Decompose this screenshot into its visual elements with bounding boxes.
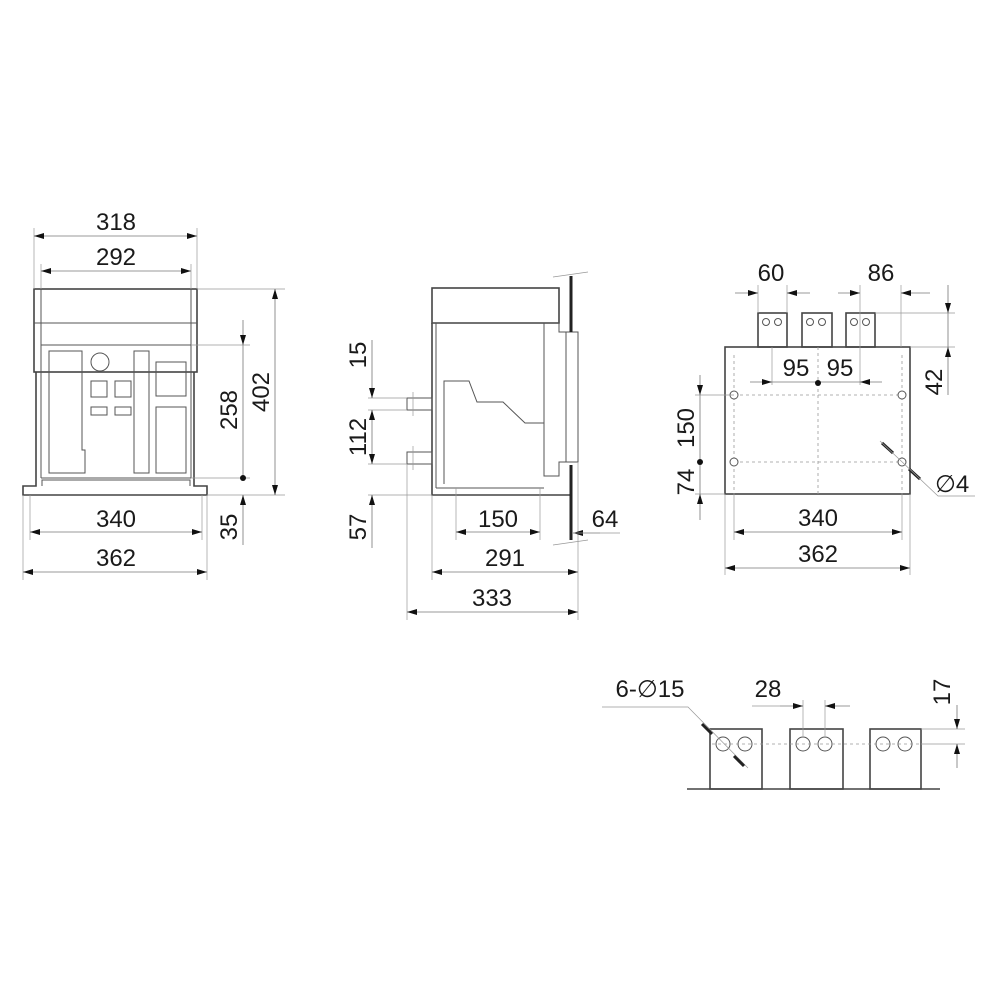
dim-hole-pitch: 28 — [755, 676, 782, 703]
dim-center-right: 95 — [827, 355, 854, 382]
dim-total-depth: 333 — [472, 585, 512, 612]
dim-mount-width: 340 — [96, 506, 136, 533]
rear-view: 60 86 95 95 42 150 74 ∅4 340 362 — [673, 260, 975, 575]
dim-base-width: 362 — [96, 545, 136, 572]
dim-hole-vertical: 150 — [673, 408, 700, 448]
dim-foot-height: 35 — [216, 514, 243, 541]
dim-terminal-holes: 6-∅15 — [616, 676, 685, 703]
dim-terminal-width: 60 — [758, 260, 785, 287]
dim-panel: 64 — [592, 506, 619, 533]
dim-width-top: 318 — [96, 209, 136, 236]
terminal-detail: 6-∅15 28 17 — [602, 676, 965, 790]
dim-terminal-pitch: 86 — [868, 260, 895, 287]
dim-width-inner: 292 — [96, 244, 136, 271]
dim-terminal-top: 15 — [345, 342, 372, 369]
dim-height-body: 258 — [216, 390, 243, 430]
dim-terminal-spacing: 112 — [345, 418, 372, 456]
side-view: 15 112 57 150 291 333 64 — [345, 271, 620, 620]
dim-rear-base-width: 362 — [798, 541, 838, 568]
front-view: 318 292 340 362 258 402 35 — [22, 209, 285, 580]
dim-hole-bottom: 74 — [673, 469, 700, 496]
dim-height-total: 402 — [248, 372, 275, 412]
dim-body-depth: 291 — [485, 545, 525, 572]
dim-center-left: 95 — [783, 355, 810, 382]
dim-hole-diameter: ∅4 — [935, 471, 969, 498]
dim-hole-offset: 17 — [929, 679, 956, 706]
dim-mount-depth: 150 — [478, 506, 518, 533]
dim-hole-spacing: 340 — [798, 505, 838, 532]
dim-terminal-bottom: 57 — [345, 514, 372, 541]
dim-terminal-height: 42 — [921, 369, 948, 396]
